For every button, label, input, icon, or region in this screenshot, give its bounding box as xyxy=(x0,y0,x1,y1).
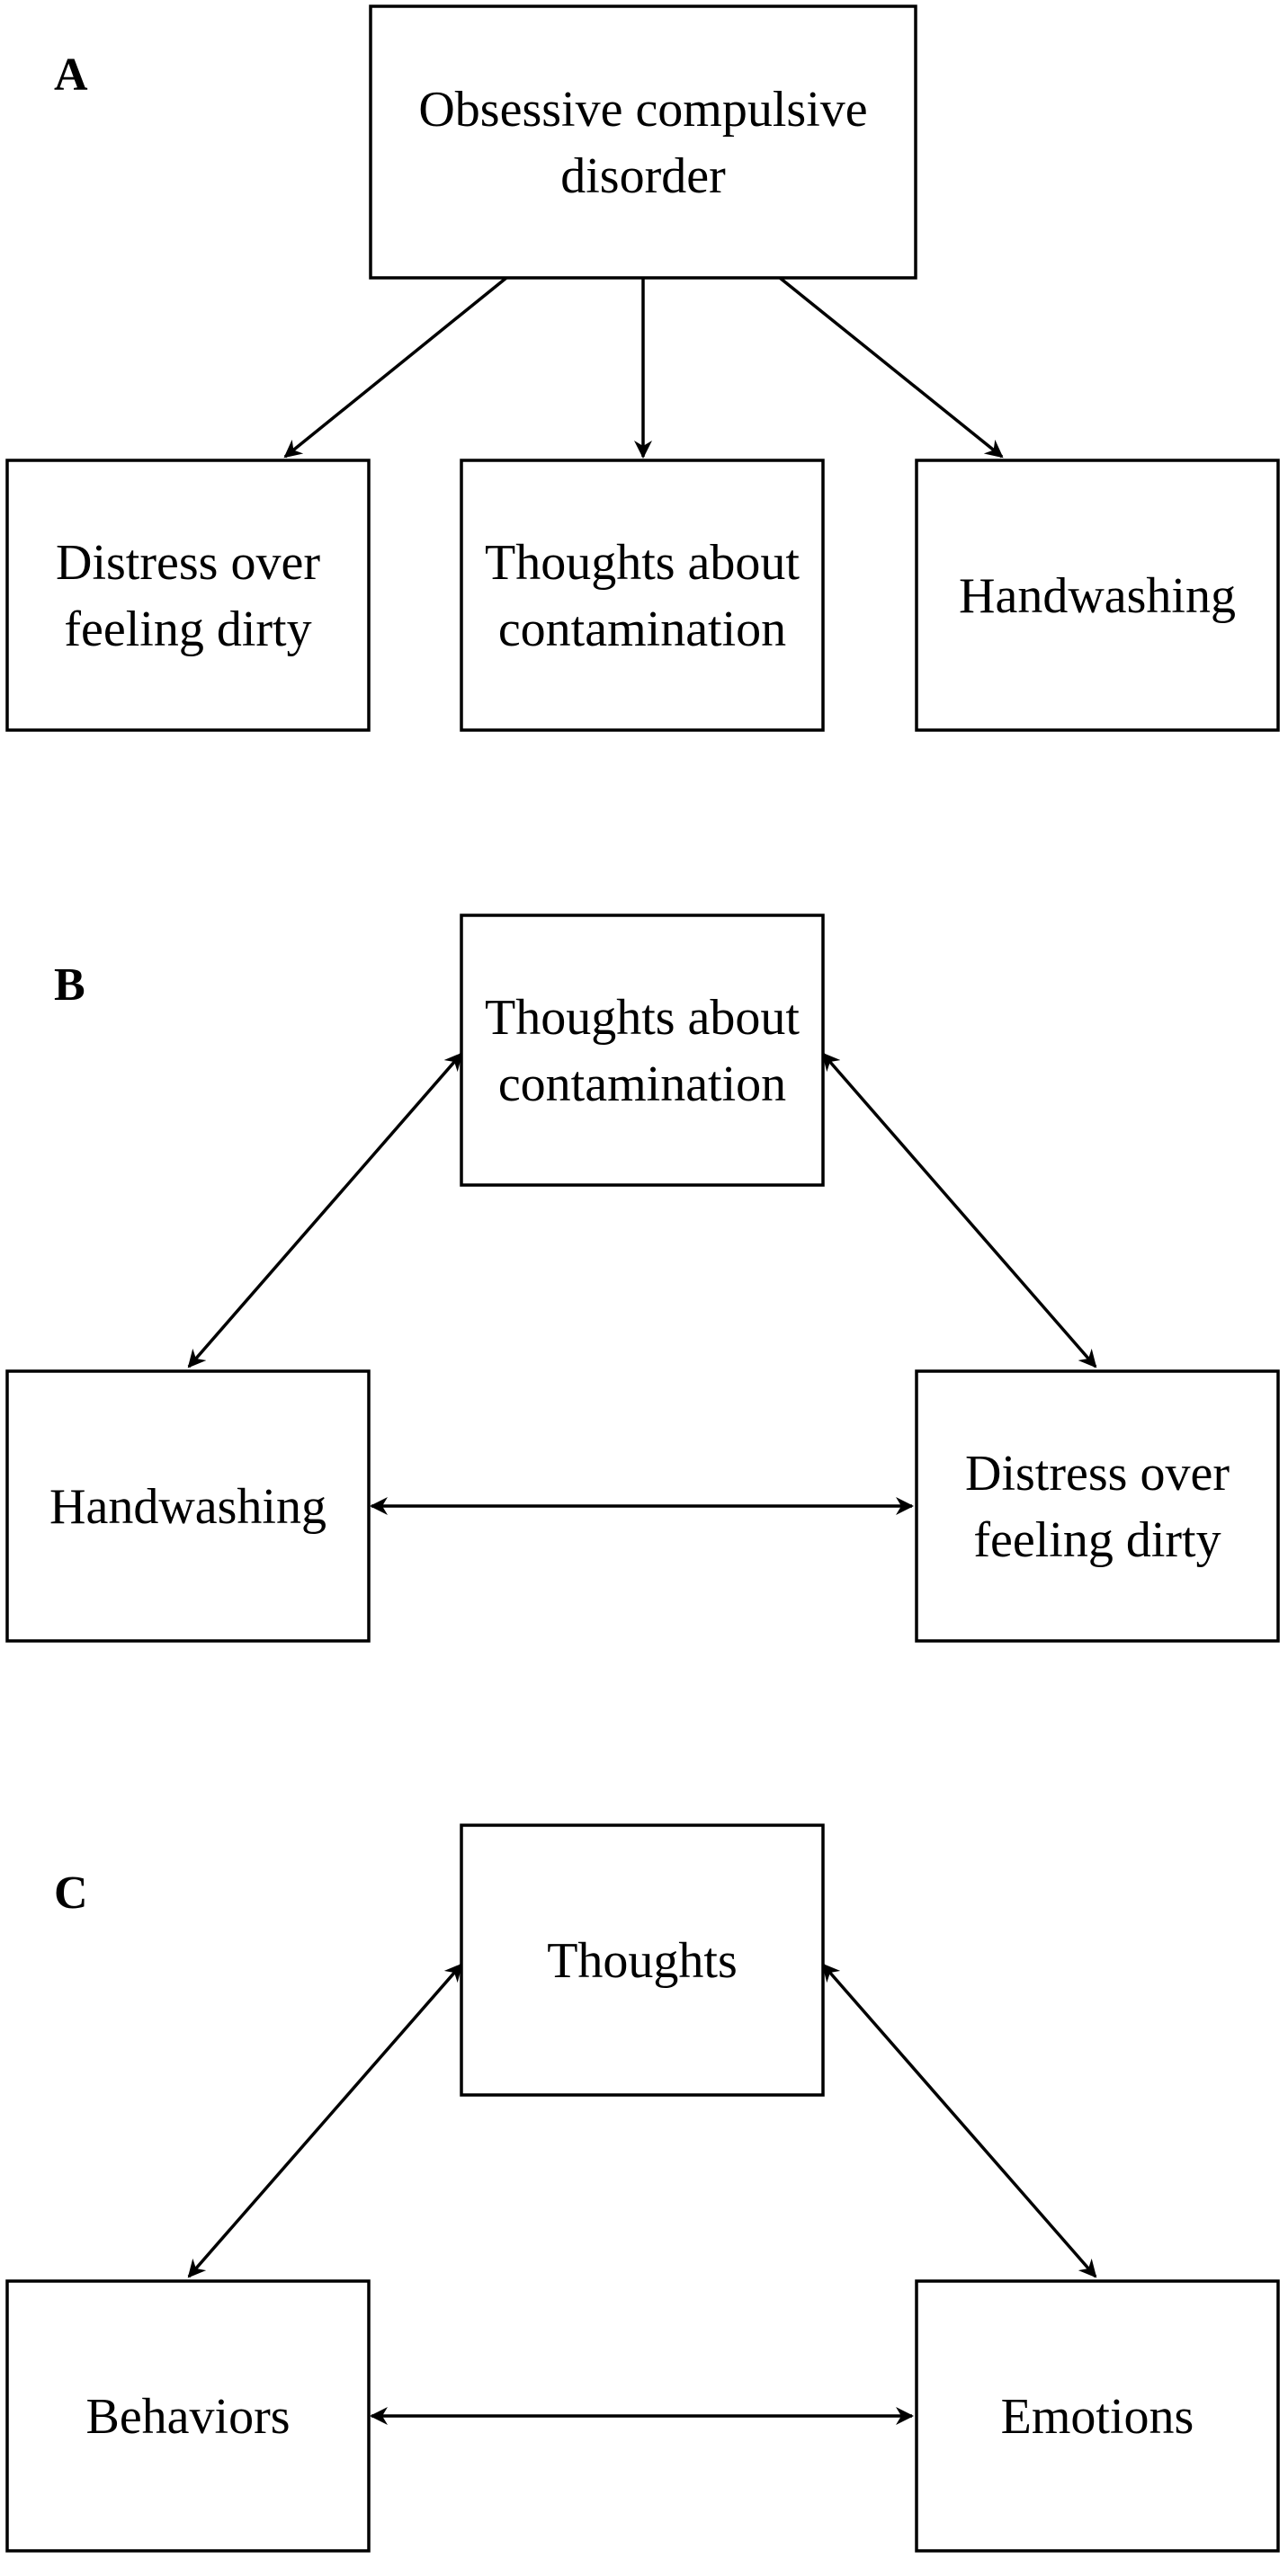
panel-c-node-behaviors-box xyxy=(5,2279,371,2553)
panel-a-node-ocd-box xyxy=(369,4,917,280)
panel-a-node-ocd-label-line-1: Obsessive compulsive xyxy=(418,82,867,138)
panel-a-node-ocd-label-line-2: disorder xyxy=(560,148,726,204)
panel-a-node-ocd: Obsessive compulsive disorder xyxy=(369,4,917,280)
panel-a-arrow-ocd-to-distress xyxy=(283,276,508,459)
panel-b-node-handwashing-label-line-1: Handwashing xyxy=(49,1479,326,1535)
panel-b-node-handwashing-box xyxy=(5,1369,371,1643)
panel-a-node-distress-label-line-1: Distress over xyxy=(56,535,320,591)
panel-a-letter: A xyxy=(54,49,88,101)
panel-a-node-handwashing-label-line-1: Handwashing xyxy=(959,568,1236,624)
panel-c-node-thoughts-label-line-1: Thoughts xyxy=(547,1933,738,1989)
panel-b-node-thoughts-label-line-1: Thoughts about xyxy=(485,990,800,1046)
panel-c-node-behaviors-label-line-1: Behaviors xyxy=(85,2389,290,2445)
panel-b-node-distress-label-line-1: Distress over xyxy=(965,1446,1230,1502)
panel-c-arrow-thoughts-to-emotions xyxy=(821,1963,1097,2278)
panel-b-node-handwashing: Handwashing xyxy=(5,1369,371,1643)
panel-letters-layer: A B C xyxy=(54,49,88,1919)
panel-a-node-distress-box xyxy=(5,459,371,732)
panel-c-arrow-thoughts-to-behaviors xyxy=(187,1963,463,2278)
panel-c-node-emotions-label-line-1: Emotions xyxy=(1001,2389,1194,2445)
panel-b-node-distress-box xyxy=(915,1369,1280,1643)
panel-b-arrow-thoughts-to-handwashing xyxy=(187,1052,463,1368)
panel-c-node-thoughts: Thoughts xyxy=(460,1823,825,2097)
panel-a-node-handwashing-box xyxy=(915,459,1280,732)
panel-a-node-thoughts-label-line-2: contamination xyxy=(498,602,786,657)
edges-layer xyxy=(187,276,1097,2425)
panel-a-node-thoughts: Thoughts about contamination xyxy=(460,459,825,732)
panel-b-node-thoughts-box xyxy=(460,914,825,1187)
panel-c-node-emotions-box xyxy=(915,2279,1280,2553)
panel-a-arrow-ocd-to-handwashing xyxy=(778,276,1004,459)
panel-a-node-thoughts-box xyxy=(460,459,825,732)
panel-b-node-thoughts: Thoughts about contamination xyxy=(460,914,825,1187)
panel-c-node-thoughts-box xyxy=(460,1823,825,2097)
panel-c-letter: C xyxy=(54,1867,88,1919)
panel-b-arrow-thoughts-to-distress xyxy=(821,1052,1097,1368)
panel-a-node-handwashing: Handwashing xyxy=(915,459,1280,732)
panel-b-node-distress: Distress over feeling dirty xyxy=(915,1369,1280,1643)
panel-c-node-emotions: Emotions xyxy=(915,2279,1280,2553)
panel-a-node-distress: Distress over feeling dirty xyxy=(5,459,371,732)
panel-b-node-thoughts-label-line-2: contamination xyxy=(498,1056,786,1112)
panel-a-node-thoughts-label-line-1: Thoughts about xyxy=(485,535,800,591)
panel-c-node-behaviors: Behaviors xyxy=(5,2279,371,2553)
panel-b-letter: B xyxy=(54,959,85,1011)
panel-a-node-distress-label-line-2: feeling dirty xyxy=(64,602,311,657)
panel-b-node-distress-label-line-2: feeling dirty xyxy=(973,1512,1221,1568)
